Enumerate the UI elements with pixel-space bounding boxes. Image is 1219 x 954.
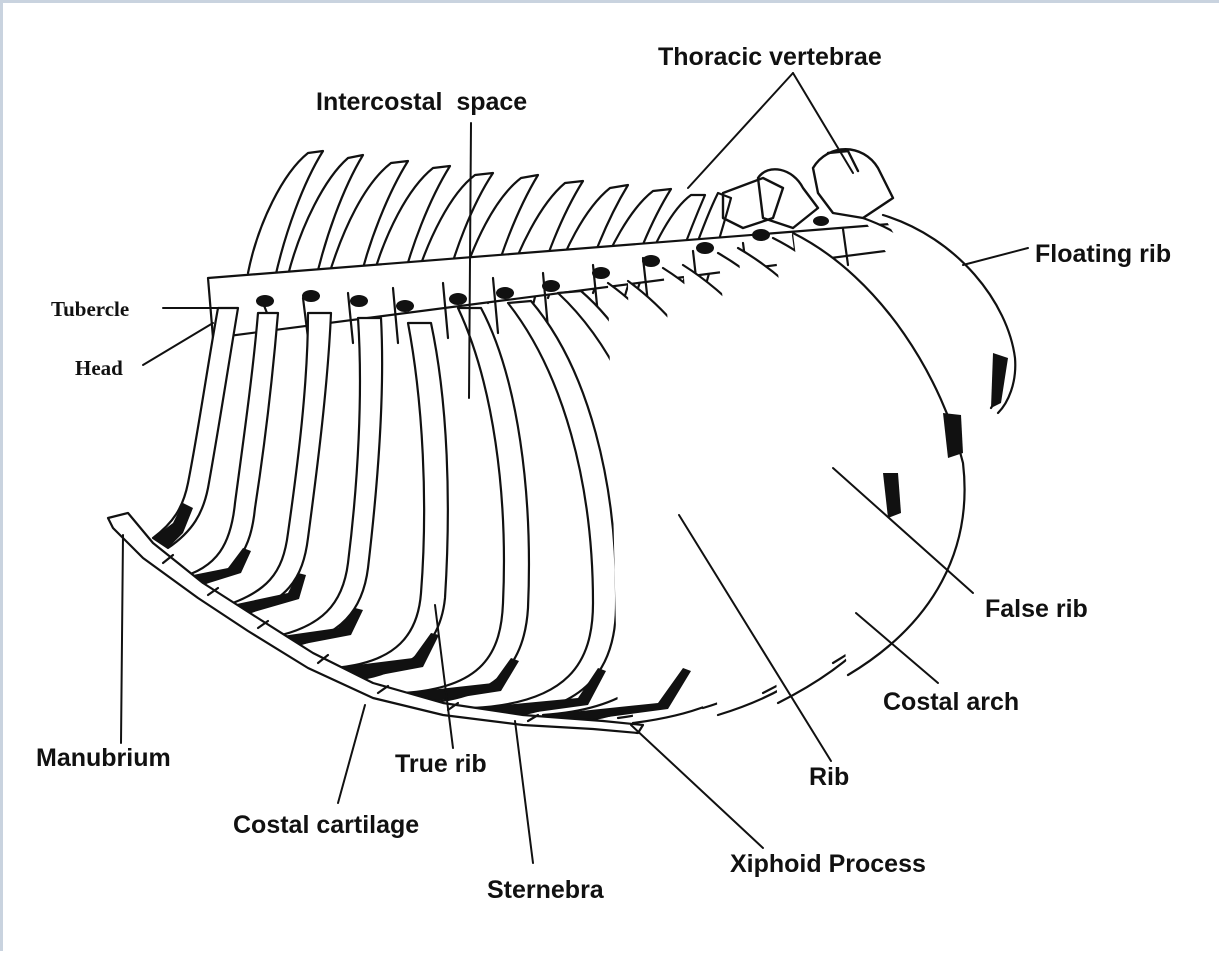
label-costal-arch: Costal arch [883,690,1019,715]
label-thoracic-vertebrae: Thoracic vertebrae [658,45,882,70]
label-sternebra: Sternebra [487,878,604,903]
thoracic-skeleton-illustration [3,3,1219,954]
posterior-vertebrae [723,149,893,228]
label-tubercle: Tubercle [51,299,129,320]
label-costal-cartilage: Costal cartilage [233,813,419,838]
label-rib: Rib [809,765,849,790]
label-floating-rib: Floating rib [1035,242,1171,267]
label-xiphoid-process: Xiphoid Process [730,852,926,877]
label-head: Head [75,358,123,379]
label-manubrium: Manubrium [36,746,171,771]
label-intercostal-space: Intercostal space [316,90,527,115]
label-true-rib: True rib [395,752,487,777]
label-false-rib: False rib [985,597,1088,622]
